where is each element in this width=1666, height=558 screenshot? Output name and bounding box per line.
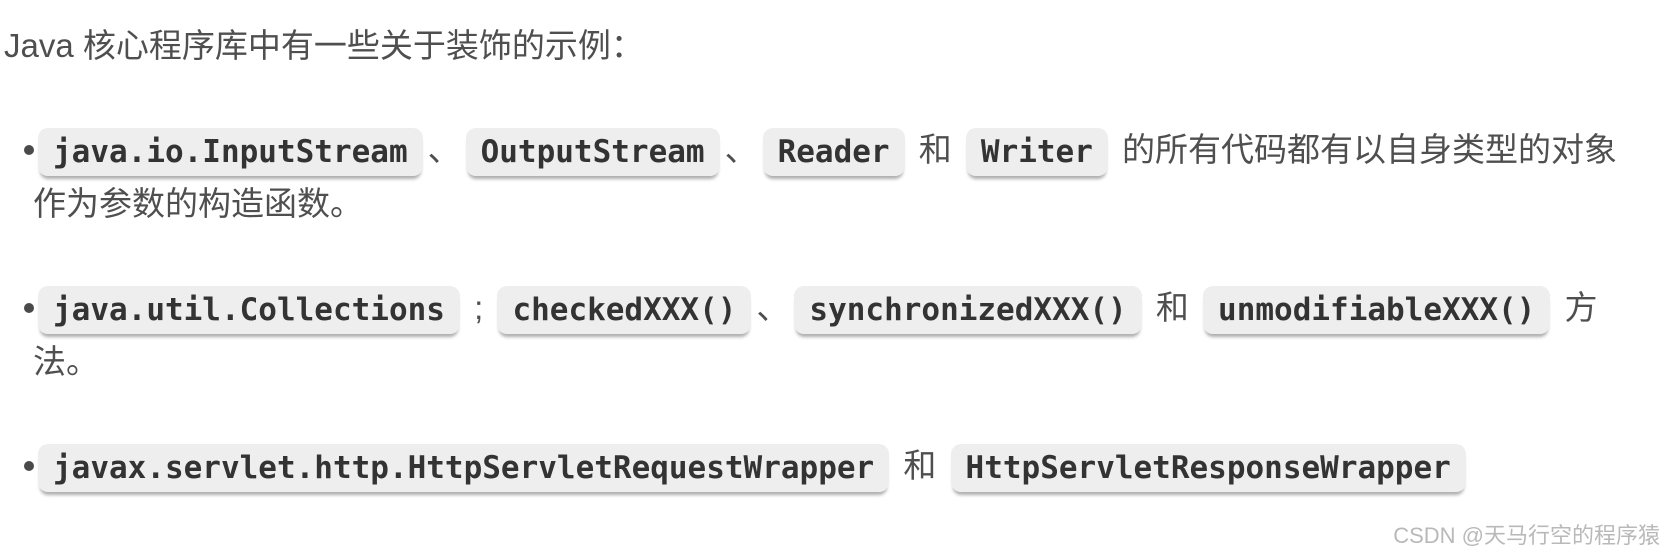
watermark: CSDN @天马行空的程序猿 — [1393, 523, 1660, 548]
examples-list: java.io.InputStream、OutputStream、Reader … — [4, 123, 1640, 493]
inline-code-chip: javax.servlet.http.HttpServletRequestWra… — [38, 444, 890, 493]
intro-paragraph: Java 核心程序库中有一些关于装饰的示例： — [4, 27, 644, 64]
inline-code-chip: HttpServletResponseWrapper — [950, 444, 1466, 493]
inline-code-chip: java.util.Collections — [38, 286, 460, 335]
text-segment: 的所有代码都有以自身类型的对象作为参数的构造函数。 — [33, 131, 1618, 222]
text-segment: 和 — [894, 447, 946, 484]
text-segment: ; — [464, 289, 493, 326]
inline-code-chip: OutputStream — [465, 128, 720, 177]
inline-code-chip: java.io.InputStream — [38, 128, 423, 177]
inline-code-chip: checkedXXX() — [497, 286, 752, 335]
list-item: java.util.Collections ; checkedXXX()、syn… — [4, 281, 1640, 389]
text-segment: 和 — [909, 131, 961, 168]
inline-code-chip: Reader — [762, 128, 905, 177]
inline-code-chip: synchronizedXXX() — [794, 286, 1142, 335]
inline-code-chip: Writer — [965, 128, 1108, 177]
article-content: Java 核心程序库中有一些关于装饰的示例： java.io.InputStre… — [0, 26, 1666, 493]
list-item: javax.servlet.http.HttpServletRequestWra… — [4, 439, 1640, 493]
text-segment: 、 — [724, 131, 758, 168]
list-item: java.io.InputStream、OutputStream、Reader … — [4, 123, 1640, 231]
text-segment: 和 — [1146, 289, 1199, 326]
text-segment: 、 — [427, 131, 461, 168]
inline-code-chip: unmodifiableXXX() — [1203, 286, 1551, 335]
text-segment: 、 — [756, 289, 790, 326]
text-segment: 方法。 — [33, 289, 1598, 380]
